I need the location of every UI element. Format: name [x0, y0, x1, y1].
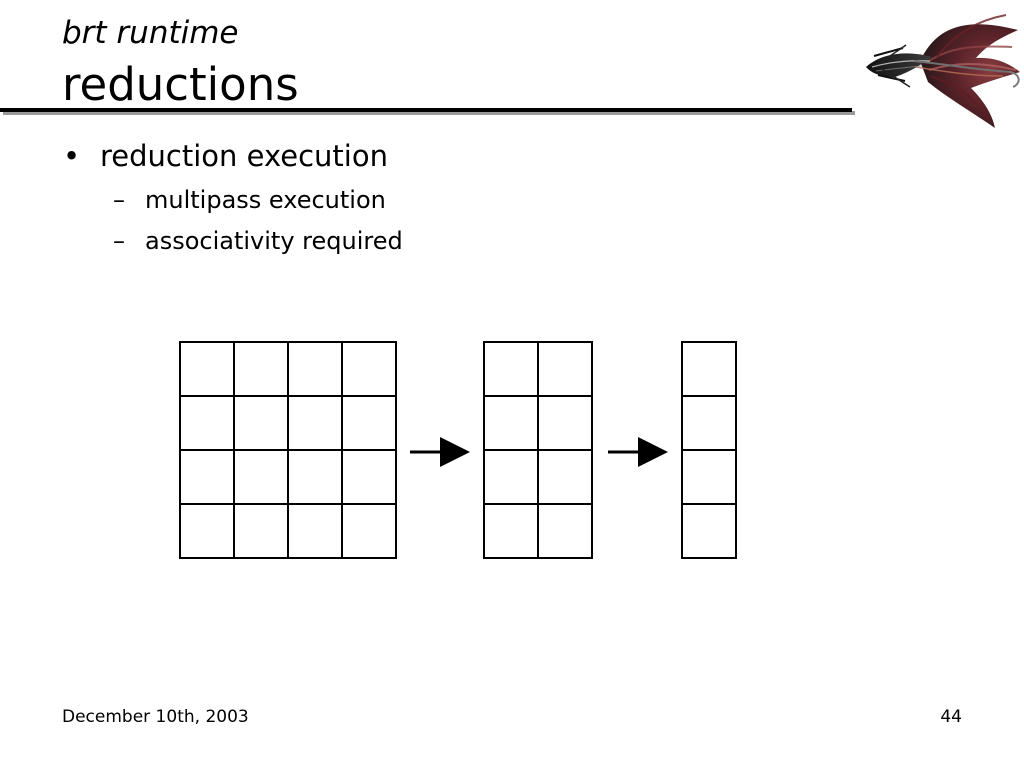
grid-cell [233, 503, 289, 559]
grid-cell [483, 341, 539, 397]
reduction-grid-2 [483, 341, 593, 559]
grid-cell [233, 395, 289, 451]
grid-cell [537, 449, 593, 505]
footer-date: December 10th, 2003 [62, 707, 249, 727]
grid-cell [179, 503, 235, 559]
page-number: 44 [940, 707, 962, 727]
grid-cell [179, 449, 235, 505]
grid-cell [681, 395, 737, 451]
grid-cell [681, 341, 737, 397]
grid-cell [341, 395, 397, 451]
slide-subtitle: brt runtime [62, 15, 239, 51]
bullet-item: • reduction execution [63, 137, 388, 175]
grid-cell [233, 341, 289, 397]
reduction-grid-3 [681, 341, 737, 559]
grid-cell [341, 503, 397, 559]
reduction-grid-1 [179, 341, 397, 559]
grid-cell [681, 503, 737, 559]
grid-cell [233, 449, 289, 505]
subbullet-marker: – [113, 186, 125, 214]
grid-cell [483, 503, 539, 559]
grid-cell [287, 449, 343, 505]
grid-cell [483, 395, 539, 451]
bullet-marker: • [63, 139, 81, 173]
grid-cell [341, 449, 397, 505]
slide-title: reductions [62, 58, 299, 111]
fly-fishing-lure-icon [866, 14, 1020, 128]
grid-cell [483, 449, 539, 505]
subbullet-item: – associativity required [113, 226, 403, 256]
reduction-diagram [179, 341, 737, 559]
grid-cell [287, 503, 343, 559]
title-underline [0, 108, 852, 112]
grid-cell [681, 449, 737, 505]
subbullet-text: associativity required [145, 227, 403, 255]
subbullet-item: – multipass execution [113, 185, 386, 215]
grid-cell [179, 395, 235, 451]
bullet-text: reduction execution [100, 139, 388, 173]
subbullet-marker: – [113, 227, 125, 255]
grid-cell [537, 503, 593, 559]
subbullet-text: multipass execution [145, 186, 386, 214]
grid-cell [287, 395, 343, 451]
grid-cell [341, 341, 397, 397]
grid-cell [287, 341, 343, 397]
grid-cell [179, 341, 235, 397]
grid-cell [537, 341, 593, 397]
grid-cell [537, 395, 593, 451]
